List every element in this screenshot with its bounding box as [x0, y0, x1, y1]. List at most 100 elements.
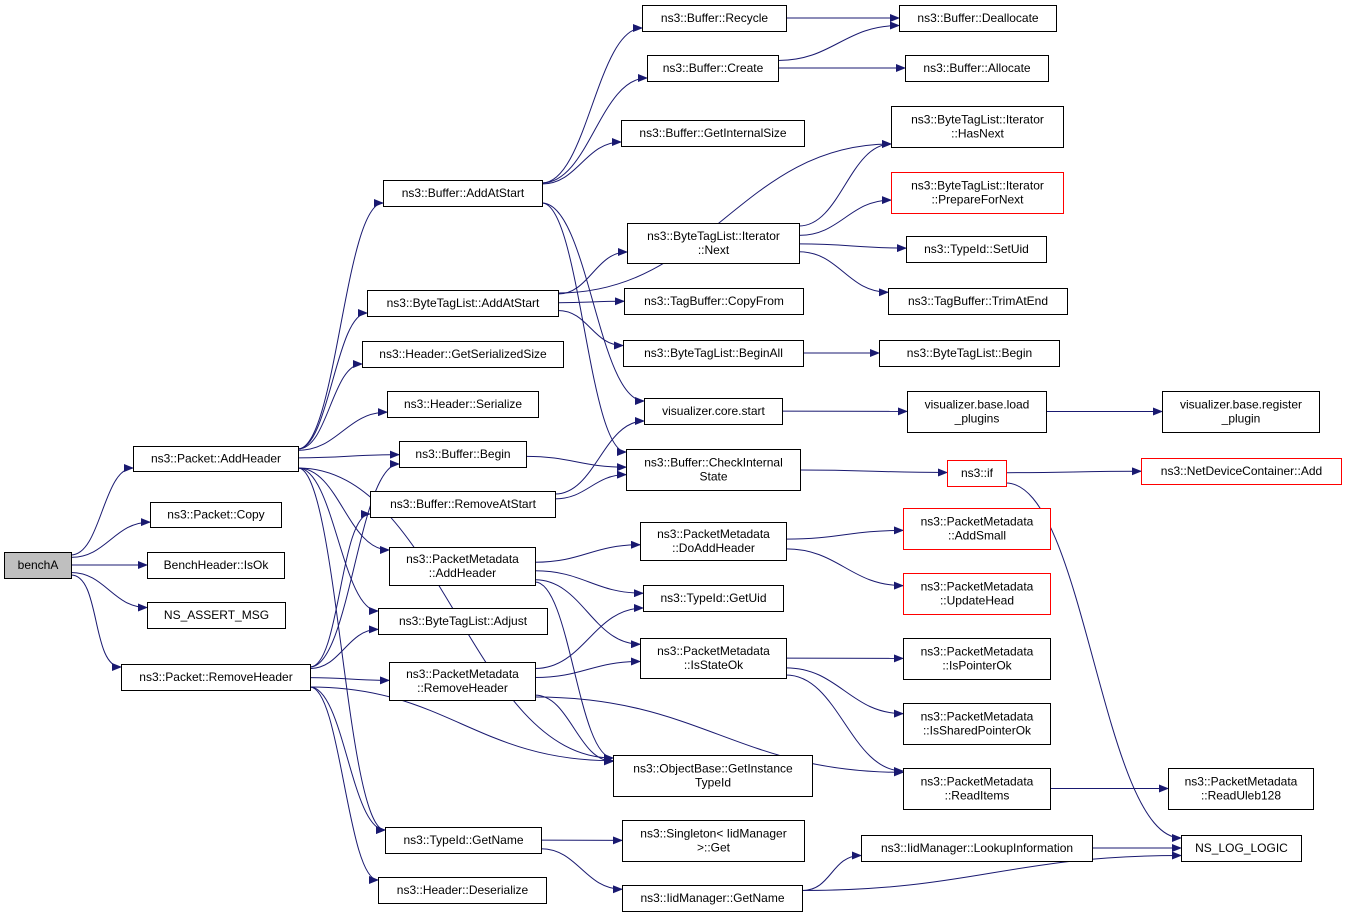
node-pm_issharedpointerok-label: ns3::PacketMetadata [921, 710, 1034, 724]
node-singleton_get-label: ns3::Singleton< IidManager [640, 827, 786, 841]
edge-btl_addatstart-to-btl_beginall [557, 310, 624, 350]
edge-pkt_addheader-to-btl_adjust [297, 467, 379, 615]
node-buf_create[interactable]: ns3::Buffer::Create [647, 55, 779, 82]
edge-pm_addheader-to-objbase_getinstancetypeid [534, 581, 614, 762]
node-btl_addatstart[interactable]: ns3::ByteTagList::AddAtStart [367, 290, 559, 317]
node-pm_addsmall-label: ::AddSmall [948, 529, 1006, 543]
node-btl_adjust[interactable]: ns3::ByteTagList::Adjust [378, 608, 548, 635]
node-hdr_serialize[interactable]: ns3::Header::Serialize [387, 391, 539, 418]
node-buf_recycle[interactable]: ns3::Buffer::Recycle [642, 5, 787, 32]
node-btl_iter_preparefornext[interactable]: ns3::ByteTagList::Iterator::PrepareForNe… [891, 172, 1064, 214]
node-objbase_getinstancetypeid-label: TypeId [695, 776, 731, 790]
edge-pm_removeheader-to-objbase_getinstancetypeid [534, 694, 614, 766]
node-pm_readuleb128-box [1168, 768, 1314, 810]
node-pkt_copy-box [150, 502, 282, 528]
node-pm_addsmall[interactable]: ns3::PacketMetadata::AddSmall [903, 508, 1051, 550]
node-vis_core_start[interactable]: visualizer.core.start [644, 398, 783, 425]
node-vis_base_register_plugin-label: _plugin [1221, 412, 1261, 426]
node-btl_begin-box [879, 340, 1060, 367]
edge-btl_iter_next-to-tagbuf_trimatend [798, 251, 889, 297]
node-vis_base_load_plugins-label: _plugins [954, 412, 1000, 426]
edge-buf_addatstart-to-buf_recycle [541, 24, 643, 184]
node-benchheader_isok[interactable]: BenchHeader::IsOk [147, 552, 285, 579]
edge-iidmgr_getname-to-iidmgr_lookupinformation [801, 851, 862, 891]
node-pkt_addheader-label: ns3::Packet::AddHeader [151, 452, 281, 466]
node-btl_iter_next-box [627, 223, 800, 264]
node-typeid_setuid-label: ns3::TypeId::SetUid [924, 242, 1029, 256]
node-hdr_deserialize-box [378, 877, 547, 904]
node-pm_removeheader-label: ns3::PacketMetadata [406, 667, 519, 681]
node-buf_deallocate[interactable]: ns3::Buffer::Deallocate [899, 5, 1057, 32]
edge-btl_addatstart-to-tagbuf_copyfrom [557, 297, 625, 306]
edge-iidmgr_getname-to-ns_log_logic [801, 851, 1182, 891]
node-pm_removeheader[interactable]: ns3::PacketMetadata::RemoveHeader [389, 662, 536, 701]
edge-btl_iter_next-to-btl_iter_hasnext [798, 139, 892, 227]
node-benchA[interactable]: benchA [4, 552, 72, 579]
node-pm_issharedpointerok-label: ::IsSharedPointerOk [923, 724, 1032, 738]
node-pm_addheader-label: ::AddHeader [429, 566, 496, 580]
node-buf_begin[interactable]: ns3::Buffer::Begin [399, 441, 527, 468]
node-pkt_addheader[interactable]: ns3::Packet::AddHeader [133, 446, 299, 472]
node-btl_iter_hasnext[interactable]: ns3::ByteTagList::Iterator::HasNext [891, 106, 1064, 148]
node-vis_base_register_plugin[interactable]: visualizer.base.register_plugin [1162, 391, 1320, 433]
node-typeid_getname-label: ns3::TypeId::GetName [403, 833, 523, 847]
node-singleton_get[interactable]: ns3::Singleton< IidManager>::Get [622, 820, 805, 862]
node-pm_issharedpointerok[interactable]: ns3::PacketMetadata::IsSharedPointerOk [903, 703, 1051, 745]
node-ns_assert_msg[interactable]: NS_ASSERT_MSG [147, 602, 286, 629]
node-pkt_copy[interactable]: ns3::Packet::Copy [150, 502, 282, 528]
node-pm_isstateok[interactable]: ns3::PacketMetadata::IsStateOk [640, 638, 787, 679]
node-pm_readitems[interactable]: ns3::PacketMetadata::ReadItems [903, 768, 1051, 810]
node-ns_log_logic[interactable]: NS_LOG_LOGIC [1181, 835, 1302, 862]
node-pm_ispointerok-box [903, 638, 1051, 680]
edge-pkt_removeheader-to-hdr_deserialize [309, 686, 379, 884]
node-iidmgr_getname[interactable]: ns3::IidManager::GetName [622, 885, 803, 912]
node-pm_ispointerok[interactable]: ns3::PacketMetadata::IsPointerOk [903, 638, 1051, 680]
node-pm_doaddheader[interactable]: ns3::PacketMetadata::DoAddHeader [640, 522, 787, 561]
node-vis_base_load_plugins[interactable]: visualizer.base.load_plugins [907, 391, 1047, 433]
edge-pkt_addheader-to-btl_addatstart [297, 309, 368, 450]
node-pm_addsmall-box [903, 508, 1051, 550]
node-buf_addatstart-box [383, 180, 543, 207]
edge-pkt_removeheader-to-buf_begin [309, 460, 400, 668]
node-pm_removeheader-box [389, 662, 536, 701]
node-buf_getinternalsize[interactable]: ns3::Buffer::GetInternalSize [621, 120, 805, 147]
node-pm_addheader[interactable]: ns3::PacketMetadata::AddHeader [389, 547, 536, 586]
edge-buf_addatstart-to-buf_getinternalsize [541, 138, 622, 185]
edge-pkt_addheader-to-typeid_getname [297, 467, 386, 834]
node-buf_addatstart[interactable]: ns3::Buffer::AddAtStart [383, 180, 543, 207]
node-pkt_removeheader-label: ns3::Packet::RemoveHeader [139, 670, 292, 684]
node-hdr_deserialize[interactable]: ns3::Header::Deserialize [378, 877, 547, 904]
node-tagbuf_copyfrom[interactable]: ns3::TagBuffer::CopyFrom [624, 288, 804, 315]
node-benchA-label: benchA [18, 558, 59, 572]
node-typeid_getname[interactable]: ns3::TypeId::GetName [385, 827, 542, 854]
node-pm_updatehead-box [903, 573, 1051, 615]
node-ns3_if[interactable]: ns3::if [947, 460, 1007, 487]
node-pm_updatehead[interactable]: ns3::PacketMetadata::UpdateHead [903, 573, 1051, 615]
node-pm_doaddheader-label: ::DoAddHeader [672, 541, 755, 555]
edge-benchA-to-pkt_copy [70, 518, 151, 558]
node-iidmgr_lookupinformation[interactable]: ns3::IidManager::LookupInformation [861, 835, 1093, 862]
node-tagbuf_trimatend-label: ns3::TagBuffer::TrimAtEnd [908, 294, 1048, 308]
node-btl_begin[interactable]: ns3::ByteTagList::Begin [879, 340, 1060, 367]
node-pm_readuleb128[interactable]: ns3::PacketMetadata::ReadUleb128 [1168, 768, 1314, 810]
edge-pm_isstateok-to-pm_readitems [785, 674, 904, 775]
node-btl_beginall[interactable]: ns3::ByteTagList::BeginAll [623, 340, 804, 367]
edge-buf_removeatstart-to-vis_core_start [554, 417, 645, 495]
edge-benchA-to-pkt_removeheader [70, 574, 122, 671]
node-buf_removeatstart[interactable]: ns3::Buffer::RemoveAtStart [370, 491, 556, 518]
node-pkt_removeheader[interactable]: ns3::Packet::RemoveHeader [121, 664, 311, 691]
node-btl_adjust-label: ns3::ByteTagList::Adjust [399, 614, 528, 628]
node-btl_iter_next-label: ns3::ByteTagList::Iterator [647, 229, 780, 243]
node-tagbuf_trimatend[interactable]: ns3::TagBuffer::TrimAtEnd [888, 288, 1068, 315]
node-hdr_getserializedsize[interactable]: ns3::Header::GetSerializedSize [362, 341, 564, 368]
node-typeid_setuid[interactable]: ns3::TypeId::SetUid [906, 236, 1047, 263]
node-btl_adjust-box [378, 608, 548, 635]
node-buf_allocate[interactable]: ns3::Buffer::Allocate [905, 55, 1049, 82]
node-pm_updatehead-label: ::UpdateHead [940, 594, 1014, 608]
node-typeid_getname-box [385, 827, 542, 854]
node-btl_iter_next[interactable]: ns3::ByteTagList::Iterator::Next [627, 223, 800, 264]
node-netdevcontainer_add[interactable]: ns3::NetDeviceContainer::Add [1141, 458, 1342, 485]
node-typeid_getuid[interactable]: ns3::TypeId::GetUid [643, 585, 784, 612]
